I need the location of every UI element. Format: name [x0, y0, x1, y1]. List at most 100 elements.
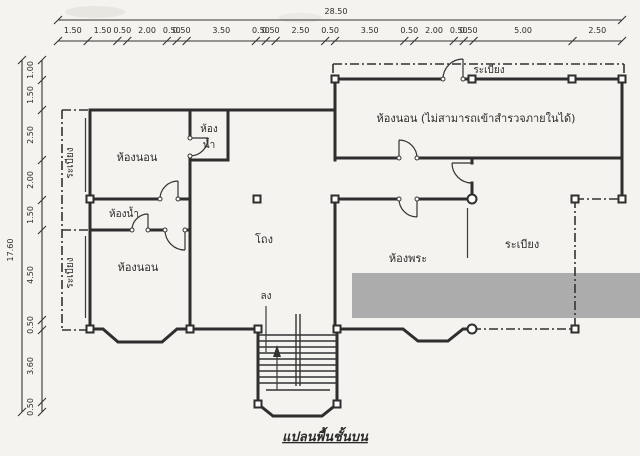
column-marker [467, 74, 477, 84]
door-jambs [129, 76, 466, 233]
dim-tick [53, 36, 63, 46]
room-labels: ระเบียงห้องนอน (ไม่สามารถเข้าสำรวจภายในไ… [64, 64, 575, 302]
dim-tick [37, 105, 47, 115]
dim-tick [37, 225, 47, 235]
door-swing-corridor [451, 162, 473, 184]
dim-tick [330, 36, 340, 46]
column-markers [85, 74, 627, 409]
column-marker [252, 194, 262, 204]
left-dim-value: 1.50 [26, 206, 35, 224]
dim-tick [182, 36, 192, 46]
drawing-caption: แปลนพื้นชั้นบน [282, 426, 369, 445]
window-lines [84, 118, 469, 318]
column-marker [85, 194, 95, 204]
scan-smudge [278, 13, 322, 23]
dim-tick [37, 325, 47, 335]
top-dim-value: 2.50 [588, 26, 606, 35]
room-label-balcony-top: ระเบียง [473, 64, 504, 76]
dim-tick [53, 15, 63, 25]
scan-smudge [65, 6, 125, 18]
dim-tick [617, 15, 627, 25]
gray-highlight-band [352, 273, 640, 318]
square-columns [85, 74, 627, 409]
left-dim-value: 0.50 [26, 316, 35, 334]
dim-tick [17, 407, 27, 417]
top-dim-value: 0.50 [262, 26, 280, 35]
left-dimension-ticks-and-labels: 1.001.502.502.001.504.500.503.600.50 [17, 55, 47, 417]
dim-tick [449, 36, 459, 46]
column-marker [330, 74, 340, 84]
left-dim-value: 3.60 [26, 357, 35, 375]
left-dim-value: 1.50 [26, 86, 35, 104]
dim-tick [568, 36, 577, 46]
room-label-balcony-left-upper: ระเบียง [64, 147, 76, 178]
column-marker [185, 324, 195, 334]
room-label-bedroom-lower-left: ห้องนอน [118, 261, 159, 274]
top-dim-value: 0.50 [163, 26, 181, 35]
top-dim-value: 1.50 [94, 26, 112, 35]
column-marker [617, 194, 627, 204]
top-dim-value: 2.00 [425, 26, 443, 35]
dim-tick [409, 36, 419, 46]
dim-tick [617, 36, 627, 46]
room-label-bedroom-top-left: ห้องนอน [117, 151, 158, 164]
room-label-bathroom: ห้องน้ำ [109, 206, 139, 220]
left-dimension-total: 17.60 [6, 239, 15, 262]
left-dim-value: 2.00 [26, 171, 35, 189]
dim-tick [251, 36, 261, 46]
column-marker [570, 194, 580, 204]
room-label-bath-top-line2: น้ำ [203, 137, 215, 151]
dim-tick [261, 36, 271, 46]
balcony-dashed-outlines [61, 63, 625, 331]
dim-tick [17, 55, 27, 65]
dim-tick [399, 36, 409, 46]
top-dim-value: 0.50 [173, 26, 191, 35]
column-marker [332, 324, 342, 334]
top-dim-value: 0.50 [252, 26, 270, 35]
staircase [258, 306, 337, 391]
column-marker [253, 324, 263, 334]
column-marker [330, 194, 340, 204]
top-dimension-total: 28.50 [325, 7, 348, 16]
room-label-prayer-room: ห้องพระ [389, 252, 427, 265]
column-marker [85, 324, 95, 334]
room-label-balcony-left-lower: ระเบียง [64, 257, 76, 288]
left-dim-value: 4.50 [26, 266, 35, 284]
dim-tick [37, 195, 47, 205]
dim-tick [37, 315, 47, 325]
top-dim-value: 0.50 [460, 26, 478, 35]
door-swing-bedroom-lower [164, 229, 186, 251]
doors [129, 58, 473, 251]
dim-tick [37, 397, 47, 407]
round-column [466, 193, 478, 205]
column-marker [617, 74, 627, 84]
column-marker [253, 399, 263, 409]
dim-tick [37, 155, 47, 165]
top-dim-value: 1.50 [64, 26, 82, 35]
top-dimension-overall: 28.50 [58, 7, 622, 21]
top-dim-value: 3.50 [361, 26, 379, 35]
dim-tick [469, 36, 478, 46]
top-dim-value: 0.50 [321, 26, 339, 35]
dim-tick [162, 36, 172, 46]
left-dim-value: 1.00 [26, 61, 35, 79]
room-label-bath-top-line1: ห้อง [200, 123, 218, 135]
dim-tick [37, 55, 47, 65]
dim-tick [83, 36, 93, 46]
dim-tick [459, 36, 469, 46]
column-marker [567, 74, 577, 84]
dim-tick [172, 36, 182, 46]
top-dim-value: 0.50 [450, 26, 468, 35]
top-dim-value: 0.50 [113, 26, 131, 35]
round-column [466, 323, 478, 335]
top-dim-value: 2.00 [138, 26, 156, 35]
room-label-balcony-right: ระเบียง [505, 238, 539, 251]
room-label-hall: โถง [255, 232, 273, 246]
top-dim-value: 5.00 [514, 26, 532, 35]
dim-tick [112, 36, 122, 46]
room-label-bedroom-top-right: ห้องนอน (ไม่สามารถเข้าสำรวจภายในได้) [377, 112, 576, 125]
